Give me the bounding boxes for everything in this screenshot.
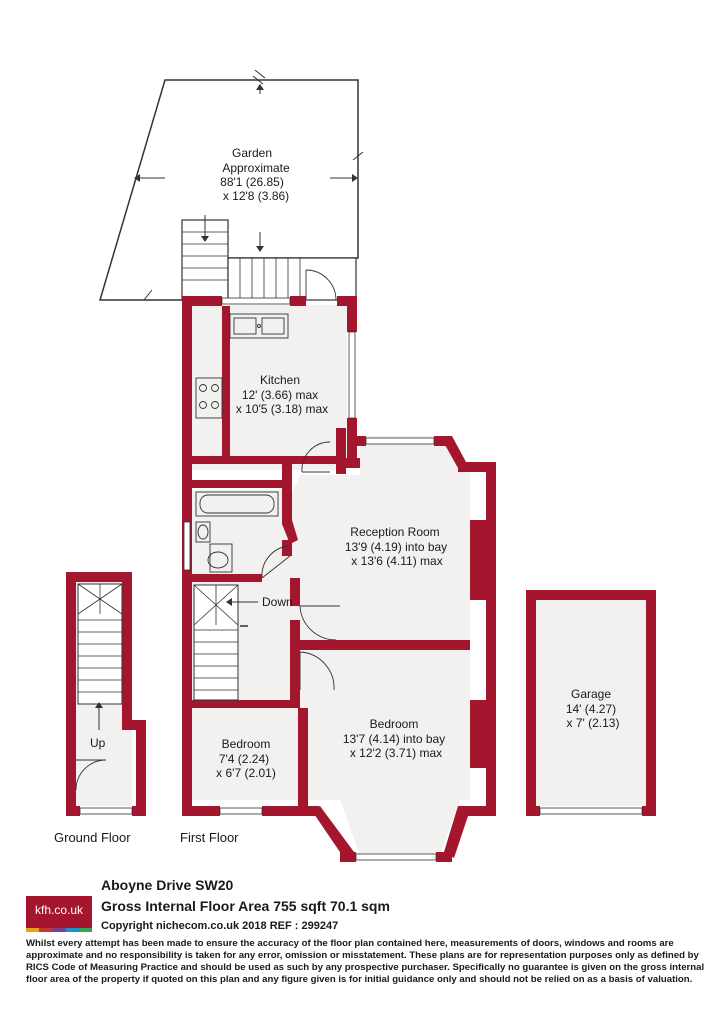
stairs-down-label: Down bbox=[262, 595, 293, 609]
garage bbox=[526, 590, 656, 816]
disclaimer: Whilst every attempt has been made to en… bbox=[26, 938, 705, 985]
svg-text:x 12'8 (3.86): x 12'8 (3.86) bbox=[223, 189, 289, 203]
svg-text:12' (3.66) max: 12' (3.66) max bbox=[242, 388, 318, 402]
svg-text:7'4 (2.24): 7'4 (2.24) bbox=[219, 752, 269, 766]
svg-text:Garden: Garden bbox=[232, 146, 272, 160]
svg-text:Approximate: Approximate bbox=[222, 161, 290, 175]
logo-color-strip bbox=[26, 928, 93, 932]
doors bbox=[261, 269, 340, 691]
garden-steps bbox=[181, 215, 357, 301]
ground-floor bbox=[66, 572, 146, 816]
svg-text:x 10'5 (3.18) max: x 10'5 (3.18) max bbox=[236, 402, 328, 416]
logo-text: kfh.co.uk bbox=[34, 903, 84, 917]
svg-text:13'7 (4.14) into bay: 13'7 (4.14) into bay bbox=[343, 732, 445, 746]
bathroom-fittings bbox=[195, 491, 279, 573]
first-floor-floors bbox=[192, 305, 470, 855]
floor-area: Gross Internal Floor Area 755 sqft 70.1 … bbox=[101, 898, 390, 914]
kitchen-label: Kitchen 12' (3.66) max x 10'5 (3.18) max bbox=[236, 373, 328, 416]
bedroom-small-label: Bedroom 7'4 (2.24) x 6'7 (2.01) bbox=[216, 737, 276, 780]
svg-text:Kitchen: Kitchen bbox=[260, 373, 300, 387]
svg-text:x 7' (2.13): x 7' (2.13) bbox=[567, 716, 620, 730]
ground-floor-label: Ground Floor bbox=[54, 830, 131, 845]
windows bbox=[183, 297, 437, 861]
first-floor-label: First Floor bbox=[180, 830, 239, 845]
kitchen-fittings bbox=[195, 313, 289, 419]
svg-text:Reception Room: Reception Room bbox=[350, 525, 439, 539]
svg-text:13'9 (4.19) into bay: 13'9 (4.19) into bay bbox=[345, 540, 447, 554]
stairs-up-label: Up bbox=[90, 736, 106, 750]
reception-room-label: Reception Room 13'9 (4.19) into bay x 13… bbox=[345, 525, 447, 568]
copyright-ref: Copyright nichecom.co.uk 2018 REF : 2992… bbox=[101, 920, 339, 932]
bedroom-main-label: Bedroom 13'7 (4.14) into bay x 12'2 (3.7… bbox=[343, 717, 445, 760]
svg-text:88'1 (26.85): 88'1 (26.85) bbox=[220, 175, 284, 189]
garden-label: Garden Approximate 88'1 (26.85) x 12'8 (… bbox=[220, 146, 290, 203]
kfh-logo: kfh.co.uk bbox=[26, 896, 93, 932]
svg-text:14' (4.27): 14' (4.27) bbox=[566, 702, 616, 716]
garage-label: Garage 14' (4.27) x 7' (2.13) bbox=[566, 687, 620, 730]
svg-text:Garage: Garage bbox=[571, 687, 611, 701]
svg-text:Bedroom: Bedroom bbox=[222, 737, 271, 751]
svg-text:x 6'7 (2.01): x 6'7 (2.01) bbox=[216, 766, 276, 780]
svg-text:x 12'2 (3.71) max: x 12'2 (3.71) max bbox=[350, 746, 442, 760]
internal-stairs bbox=[193, 584, 258, 701]
first-floor-walls bbox=[182, 296, 496, 862]
svg-text:Bedroom: Bedroom bbox=[370, 717, 419, 731]
property-address: Aboyne Drive SW20 bbox=[101, 877, 234, 893]
svg-text:x 13'6 (4.11) max: x 13'6 (4.11) max bbox=[351, 554, 442, 568]
